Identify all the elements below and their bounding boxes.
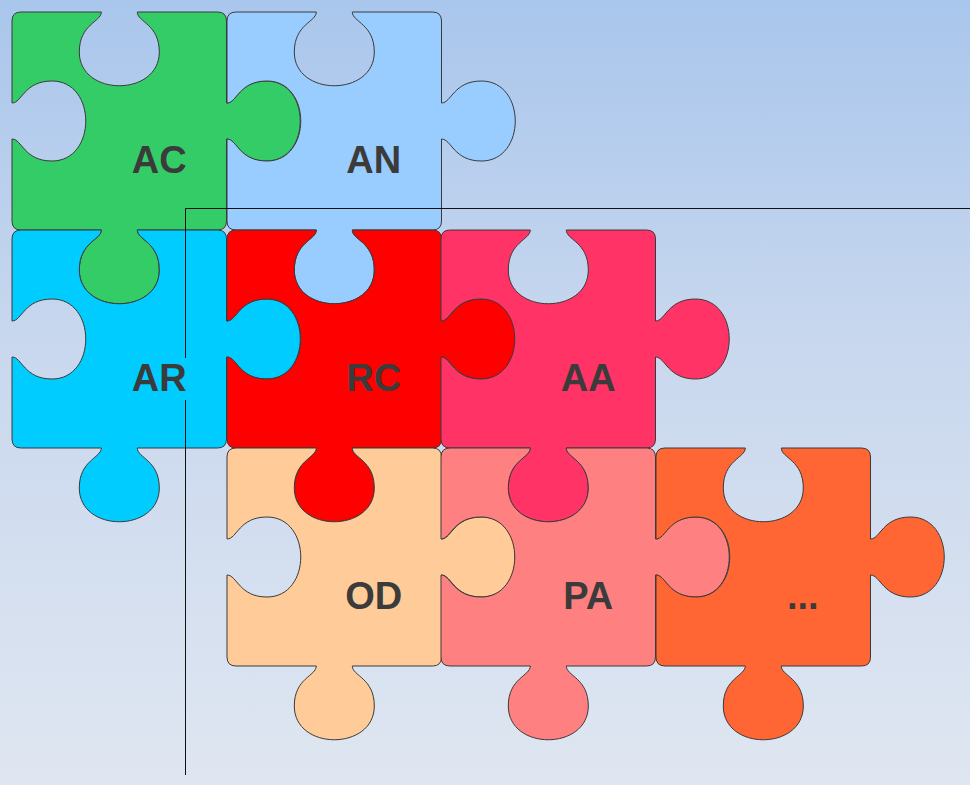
puzzle-piece: PA <box>441 448 736 746</box>
puzzle-piece: AN <box>227 12 522 310</box>
piece-label-area: OD <box>227 448 522 746</box>
piece-label: OD <box>342 576 405 618</box>
piece-label-area: PA <box>441 448 736 746</box>
piece-label-area: ... <box>656 448 951 746</box>
piece-label: RC <box>343 358 404 400</box>
puzzle-piece: AA <box>441 230 736 528</box>
piece-label: AA <box>558 358 619 400</box>
piece-label-area: RC <box>227 230 522 528</box>
piece-label: AN <box>343 140 404 182</box>
frame-line <box>186 209 970 776</box>
piece-label-area: AN <box>227 12 522 310</box>
piece-label: ... <box>784 576 822 618</box>
piece-label-area: AA <box>441 230 736 528</box>
puzzle-piece: ... <box>656 448 951 746</box>
puzzle-piece: AR <box>12 230 307 528</box>
puzzle-outline <box>656 448 944 740</box>
piece-label-area: AC <box>12 12 307 310</box>
puzzle-piece: OD <box>227 448 522 746</box>
puzzle-piece: RC <box>227 230 522 528</box>
piece-label-area: AR <box>12 230 307 528</box>
piece-label: AR <box>129 358 190 400</box>
puzzle-piece: AC <box>12 12 307 310</box>
piece-label: AC <box>129 140 190 182</box>
piece-label: PA <box>560 576 616 618</box>
